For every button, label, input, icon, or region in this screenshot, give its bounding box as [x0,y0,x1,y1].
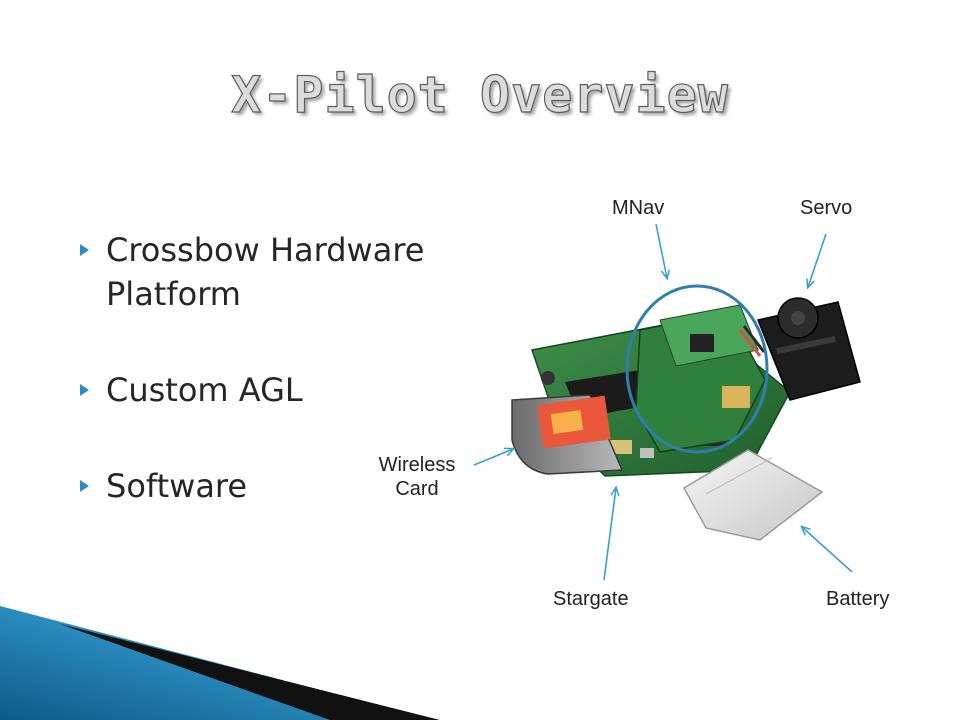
triangle-bullet-icon [80,244,89,256]
triangle-bullet-icon [80,384,89,396]
corner-black-stripe [60,624,440,720]
callout-stargate: Stargate [553,588,629,610]
bullet-text: Crossbow Hardware Platform [106,231,425,313]
bullet-item-hardware: Crossbow Hardware Platform [80,228,480,316]
triangle-bullet-icon [80,480,89,492]
callout-mnav: MNav [612,197,665,219]
arrow-wireless-card [473,449,513,466]
arrow-servo [808,233,827,287]
arrow-mnav [655,223,667,278]
mnav-board [635,304,766,453]
bullet-item-agl: Custom AGL [80,368,480,412]
callout-wireless-line1: Wireless [378,454,456,476]
bullet-list: Crossbow Hardware Platform Custom AGL So… [80,228,480,508]
arrow-battery [802,527,853,573]
arrow-stargate [603,488,616,581]
wireless-card [511,394,624,475]
callout-battery: Battery [826,588,890,610]
slide-title: X-Pilot Overview [231,65,729,124]
mnav-highlight-circle [625,284,769,454]
bullet-text: Custom AGL [106,371,303,409]
callout-servo: Servo [800,197,853,219]
battery [682,449,824,541]
callout-wireless-card: Wireless Card [362,453,472,501]
bullet-item-software: Software [80,464,480,508]
servo [756,297,861,401]
bullet-text: Software [106,467,248,505]
callout-wireless-line2: Card [395,478,439,500]
